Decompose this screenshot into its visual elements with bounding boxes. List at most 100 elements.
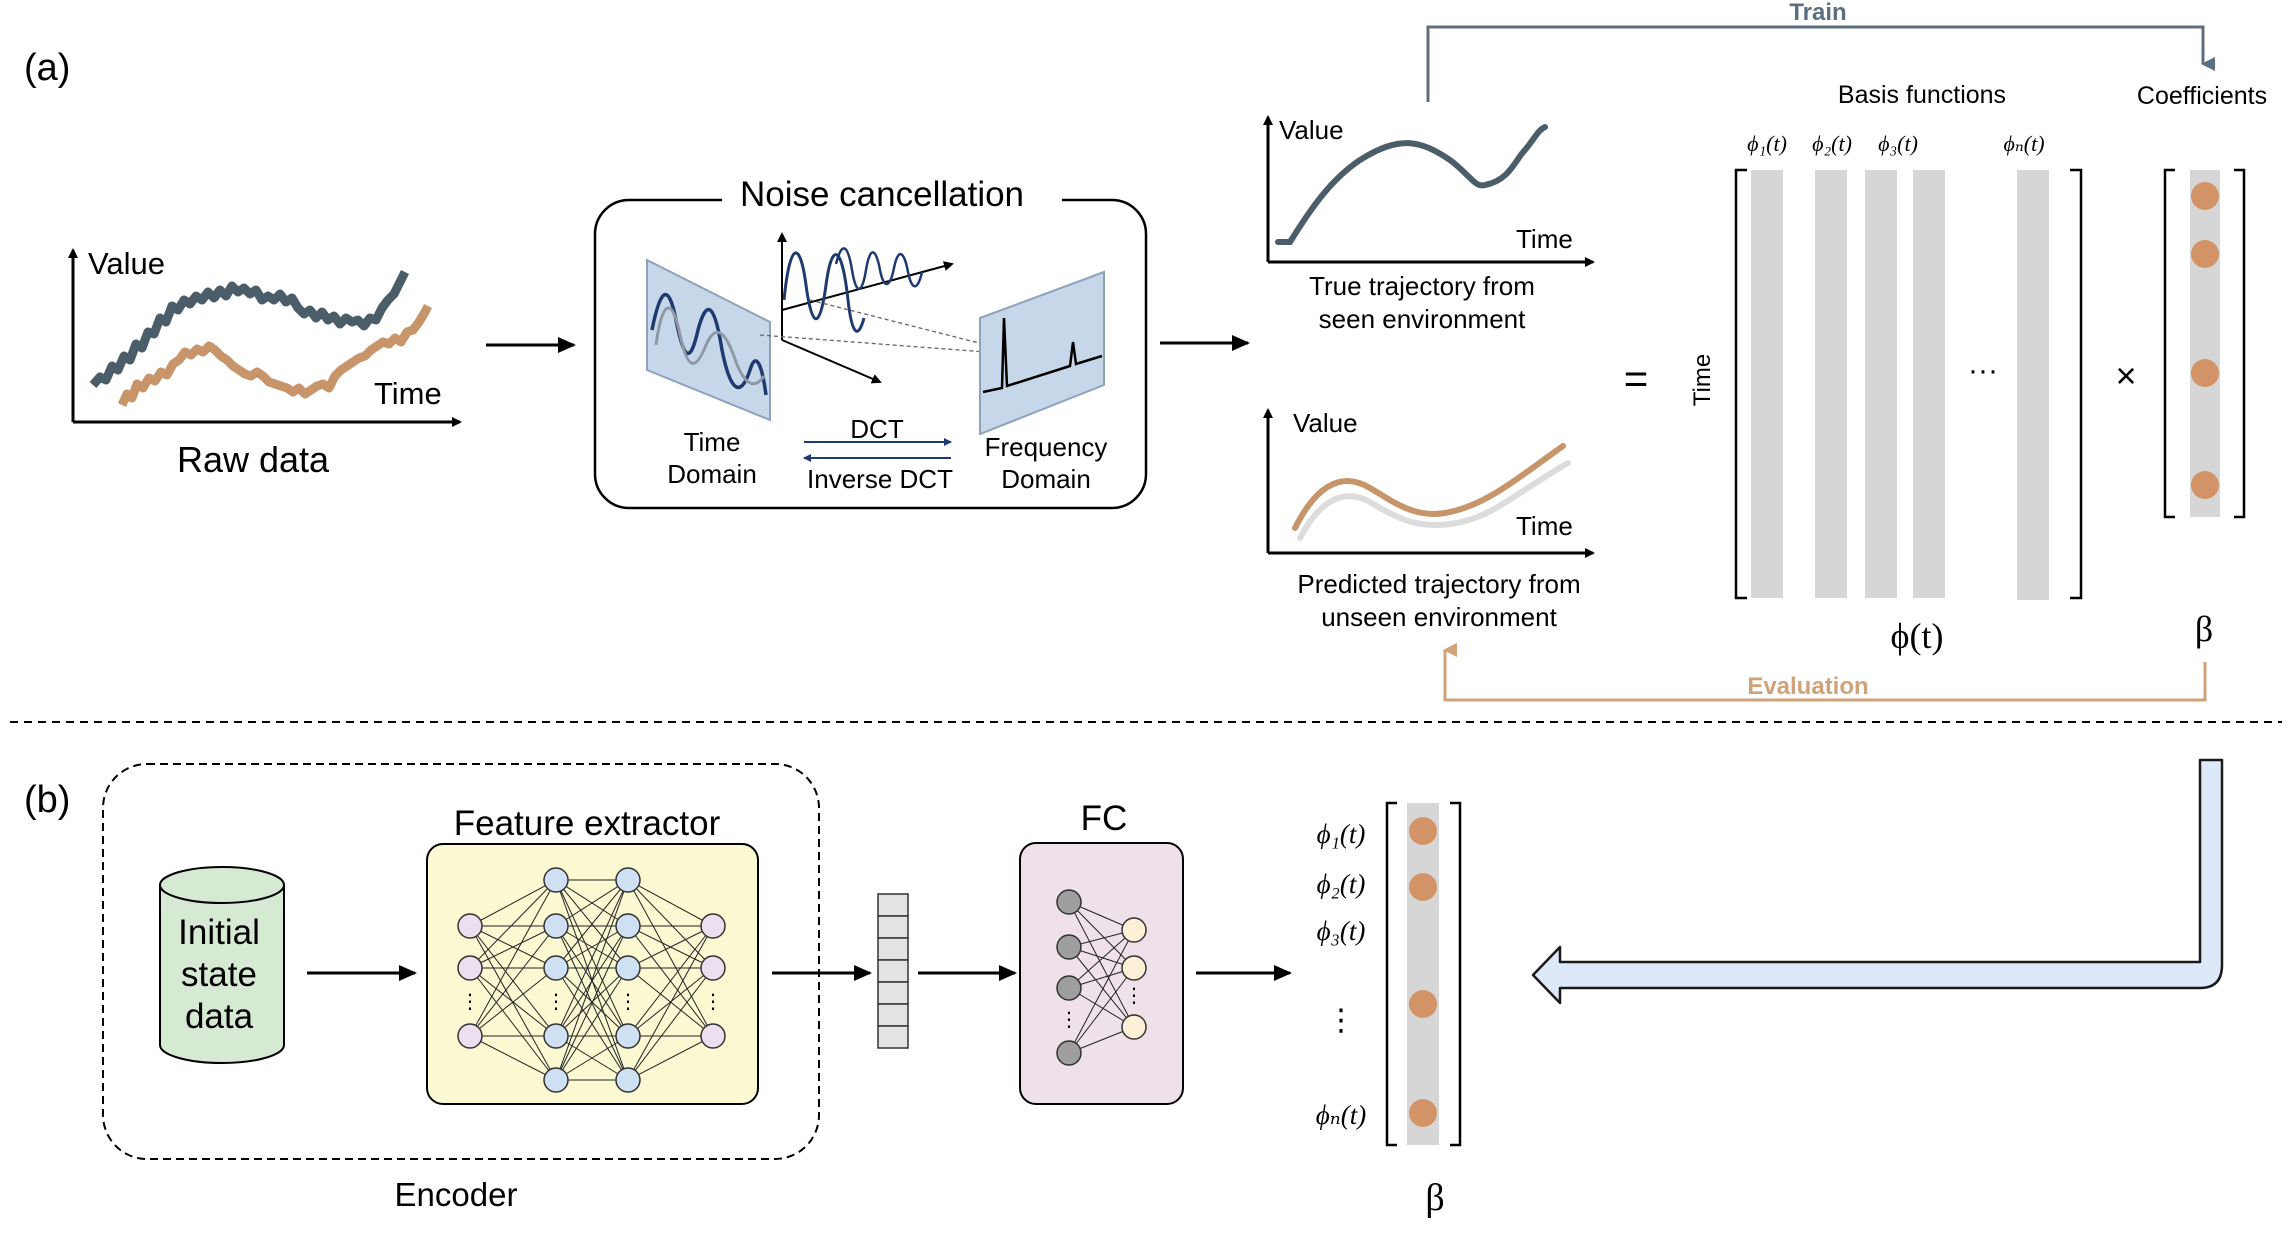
- basis-functions-title: Basis functions: [1838, 81, 2006, 109]
- dct-dotted-link-2: [809, 299, 1086, 371]
- coefficient-right-bracket: [2234, 168, 2246, 519]
- time-domain-signal-dark: [650, 292, 768, 396]
- basis-phi1-label: ϕ₁(t): [1747, 131, 1787, 156]
- big-feedback-arrow: [1531, 758, 2224, 1005]
- true-trajectory-chart: Value Time True trajectory from seen env…: [1263, 115, 1595, 334]
- fc-node: [1121, 917, 1147, 943]
- basis-bar-1: [1751, 170, 1783, 598]
- time-domain-label-line2: Domain: [667, 459, 757, 489]
- fc-node: [1056, 975, 1082, 1001]
- output-beta-vector: [1385, 801, 1462, 1147]
- coefficient-dot: [2191, 359, 2219, 387]
- raw-data-caption: Raw data: [177, 439, 330, 480]
- basis-matrix: ···: [1734, 168, 2083, 600]
- panel-a-label: (a): [24, 47, 70, 89]
- feature-extractor-edge: [555, 925, 629, 969]
- output-beta-dot: [1409, 817, 1437, 845]
- initial-state-line1: Initial: [178, 913, 260, 952]
- fc-node: [1056, 934, 1082, 960]
- feature-extractor-edge: [469, 879, 557, 969]
- inverse-dct-label: Inverse DCT: [807, 464, 953, 494]
- fc-edge: [1068, 901, 1135, 969]
- output-beta-dot: [1409, 873, 1437, 901]
- fc-edge: [1068, 946, 1135, 1028]
- feature-vector-cell: [877, 1025, 909, 1049]
- output-phi2-label: ϕ₂(t): [1317, 869, 1366, 899]
- feature-extractor-edge: [469, 879, 557, 927]
- feature-extractor-node: [543, 913, 569, 939]
- feature-vector-cell: [877, 1003, 909, 1027]
- feature-extractor-ellipsis: ⋮: [703, 991, 723, 1013]
- beta-label-b: β: [1425, 1177, 1444, 1219]
- noise-title-background: [722, 174, 1062, 214]
- basis-phi2-label: ϕ₂(t): [1812, 131, 1852, 156]
- feature-extractor-node: [700, 913, 726, 939]
- feature-extractor-edge: [627, 879, 714, 969]
- evaluation-label: Evaluation: [1747, 673, 1868, 700]
- frequency-domain-label-line1: Frequency: [985, 432, 1108, 462]
- feature-vector-cell: [877, 959, 909, 983]
- frequency-domain-label-line2: Domain: [1001, 464, 1091, 494]
- feature-extractor-edge: [627, 879, 714, 927]
- basis-matrix-right-bracket: [2070, 168, 2083, 600]
- output-beta-left-bracket: [1385, 801, 1397, 1147]
- feature-extractor-node: [700, 1023, 726, 1049]
- noise-cancellation-box: Noise cancellation Time Domain Frequency…: [593, 174, 1148, 510]
- feature-extractor-node: [543, 1067, 569, 1093]
- train-arrow: [1426, 25, 2215, 102]
- initial-state-line3: data: [185, 997, 254, 1036]
- phi-matrix-label: ϕ(t): [1891, 616, 1944, 656]
- output-beta-bar: [1407, 803, 1439, 1145]
- coefficient-dot: [2191, 240, 2219, 268]
- panel-b-label: (b): [24, 779, 70, 821]
- feature-extractor-box: [426, 843, 759, 1105]
- feature-vector-cell: [877, 915, 909, 939]
- dct-label: DCT: [850, 414, 904, 444]
- feature-extractor-edge: [627, 879, 714, 1037]
- multiply-sign: ×: [2115, 355, 2136, 396]
- output-phi3-label: ϕ₃(t): [1317, 916, 1366, 946]
- fc-title: FC: [1081, 799, 1128, 838]
- output-beta-dot: [1409, 1099, 1437, 1127]
- feature-vector-cell: [877, 981, 909, 1005]
- feature-extractor-node: [615, 1067, 641, 1093]
- time-domain-label-line1: Time: [684, 427, 741, 457]
- cylinder-top: [159, 866, 285, 904]
- equals-sign: =: [1624, 355, 1649, 402]
- feature-extractor-network: ⋮⋮⋮⋮: [457, 867, 726, 1093]
- predicted-trajectory-chart: Value Time Predicted trajectory from uns…: [1263, 408, 1595, 632]
- feature-extractor-node: [615, 867, 641, 893]
- feature-extractor-node: [457, 1023, 483, 1049]
- time-axis-label: Time: [1689, 354, 1716, 406]
- feature-extractor-edge: [555, 879, 629, 1037]
- feature-extractor-ellipsis: ⋮: [546, 991, 566, 1013]
- feature-vector-cell: [877, 893, 909, 917]
- fc-edge: [1068, 929, 1135, 1054]
- feature-extractor-edge: [555, 925, 629, 1081]
- basis-matrix-left-bracket: [1734, 168, 1747, 600]
- feature-extractor-edge: [469, 925, 557, 1037]
- feature-extractor-edge: [555, 879, 629, 927]
- fc-ellipsis: ⋮: [1124, 985, 1144, 1007]
- encoder-label: Encoder: [395, 1176, 518, 1213]
- feature-extractor-title: Feature extractor: [454, 804, 721, 843]
- fc-box: [1019, 842, 1184, 1105]
- basis-ellipsis: ···: [1968, 354, 1998, 387]
- basis-phi3-label: ϕ₃(t): [1878, 131, 1918, 156]
- feature-extractor-ellipsis: ⋮: [460, 991, 480, 1013]
- output-phin-label: ϕₙ(t): [1316, 1100, 1366, 1130]
- basis-bar-2: [1815, 170, 1847, 598]
- feature-extractor-node: [543, 867, 569, 893]
- coefficient-dot: [2191, 471, 2219, 499]
- feature-extractor-node: [543, 1023, 569, 1049]
- feature-extractor-edge: [469, 967, 557, 1081]
- raw-data-y-label: Value: [88, 246, 165, 281]
- feature-extractor-node: [543, 955, 569, 981]
- predicted-trajectory-reference-line: [1297, 460, 1571, 541]
- coefficient-bar: [2190, 170, 2220, 517]
- basis-bar-n: [2017, 170, 2049, 600]
- raw-data-chart: Value Time Raw data: [68, 246, 462, 480]
- feature-extractor-edge: [469, 879, 557, 1037]
- coefficient-dot: [2191, 182, 2219, 210]
